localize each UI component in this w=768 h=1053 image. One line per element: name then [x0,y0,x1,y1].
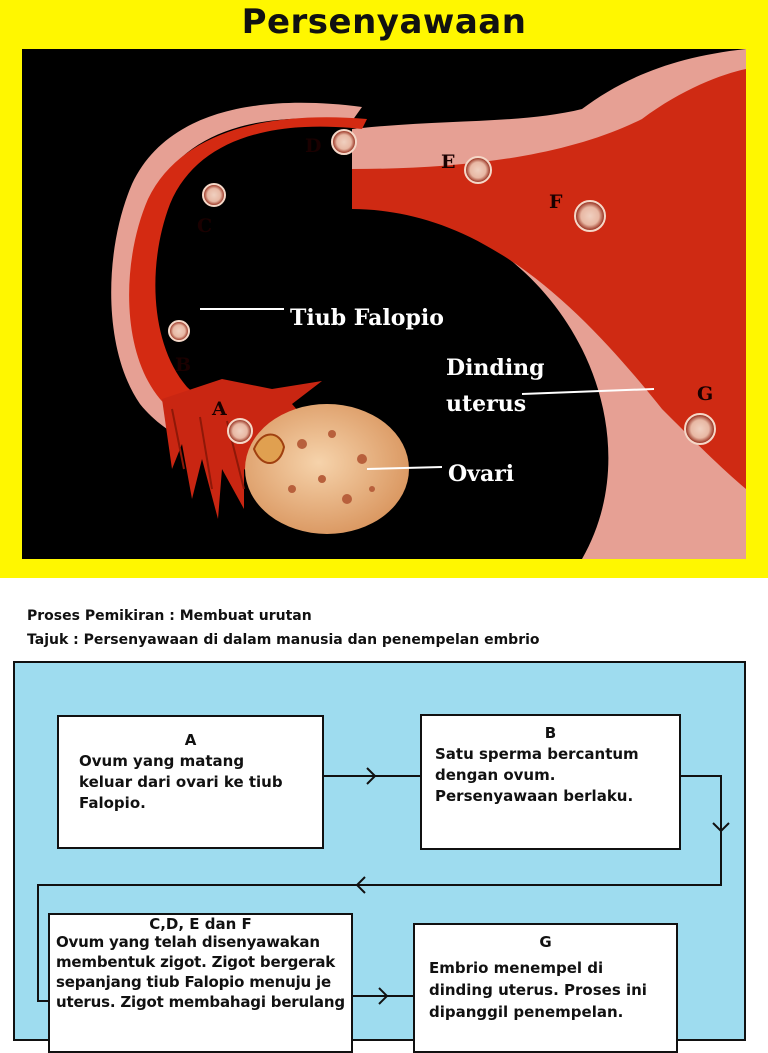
step-a-box: A Ovum yang matang keluar dari ovari ke … [57,715,324,849]
label-c: C [197,215,212,237]
label-f: F [549,191,563,213]
ovary [245,404,409,534]
step-g-heading: G [539,933,552,951]
task-description: Proses Pemikiran : Membuat urutan Tajuk … [27,604,540,652]
step-g-text: Embrio menempel di dinding uterus. Prose… [429,959,647,1021]
label-e: E [441,151,455,173]
step-cdef-heading: C,D, E dan F [149,915,252,933]
step-b-text: Satu sperma bercantum dengan ovum. Perse… [435,745,639,805]
step-g-box: G Embrio menempel di dinding uterus. Pro… [413,923,678,1053]
step-b-heading: B [544,724,557,742]
label-b: B [175,354,191,376]
poster: Persenyawaan [0,0,768,578]
label-tube: Tiub Falopio [290,305,444,331]
label-wall-line1: Dinding [446,355,545,381]
step-a-text: Ovum yang matang keluar dari ovari ke ti… [79,752,283,812]
fimbriae [162,379,322,519]
step-b-box: B Satu sperma bercantum dengan ovum. Per… [420,714,681,850]
sequence-flowchart: A Ovum yang matang keluar dari ovari ke … [13,661,746,1053]
cell-e [464,156,492,184]
label-ovary: Ovari [448,461,514,487]
cell-a [227,418,253,444]
step-a-heading: A [184,731,197,749]
step-cdef-text: Ovum yang telah disenyawakan membentuk z… [56,933,345,1011]
uterus-cavity [352,69,746,489]
cell-g [684,413,716,445]
cell-b [168,320,190,342]
fertilization-illustration: A B C D E F G Tiub Falopio Dinding uteru… [22,49,746,559]
step-cdef-box: C,D, E dan F Ovum yang telah disenyawaka… [48,913,353,1053]
flow-connectors [37,767,730,1005]
poster-title: Persenyawaan [241,2,527,42]
cell-d [331,129,357,155]
cell-c [202,183,226,207]
cell-f [574,200,606,232]
label-wall-line2: uterus [446,391,526,417]
label-g: G [697,383,713,405]
label-d: D [305,135,321,157]
topic-line: Tajuk : Persenyawaan di dalam manusia da… [27,632,540,648]
label-a: A [211,398,227,420]
fallopian-tube-diagram: A B C D E F G Tiub Falopio Dinding uteru… [111,49,746,559]
thinking-process-line: Proses Pemikiran : Membuat urutan [27,608,312,624]
